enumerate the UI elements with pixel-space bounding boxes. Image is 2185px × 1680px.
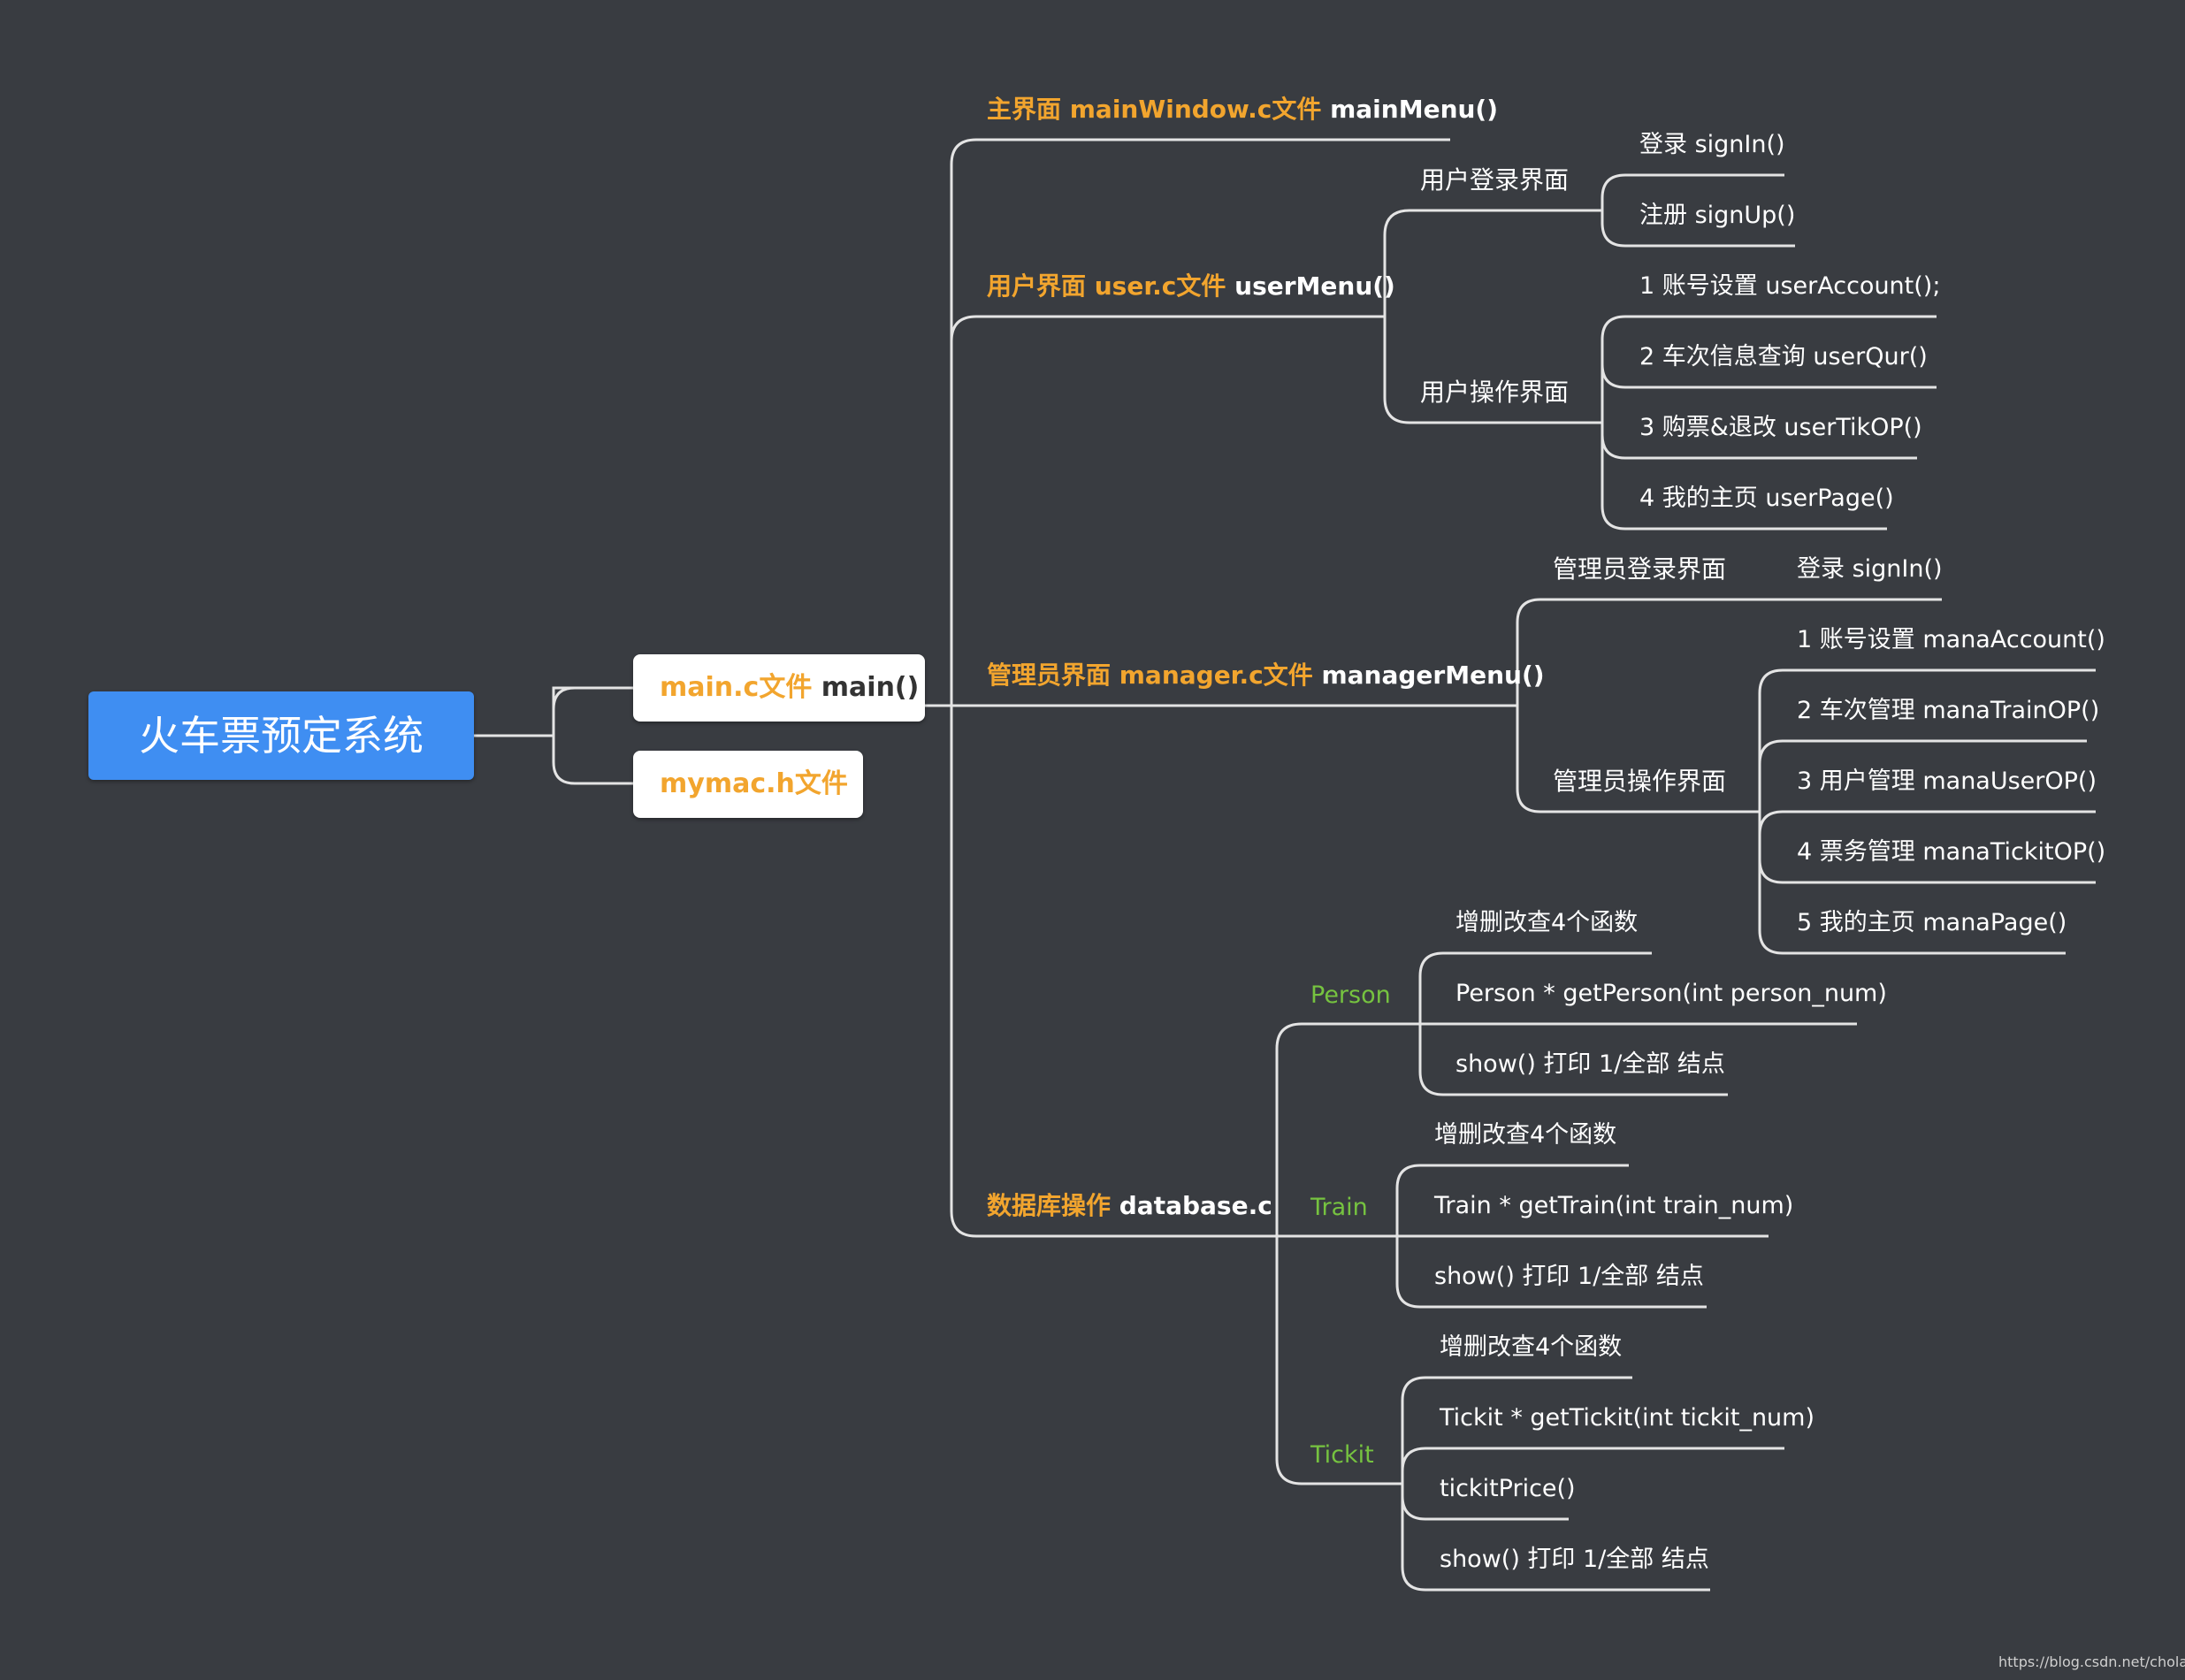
link-person-leaves (1418, 951, 1857, 1096)
db-person-item[interactable]: Person * getPerson(int person_num) (1455, 980, 1887, 1007)
db-tickit-item[interactable]: 增删改查4个函数 (1440, 1333, 1623, 1361)
user-login-item[interactable]: 登录 signIn() (1639, 131, 1785, 158)
link-branch-trunk (950, 138, 1517, 1238)
user-login-item[interactable]: 注册 signUp() (1639, 202, 1796, 229)
file-node-mymac[interactable]: mymac.h文件 (633, 751, 863, 818)
manager-login-item[interactable]: 登录 signIn() (1797, 555, 1943, 583)
user-ops-item[interactable]: 4 我的主页 userPage() (1639, 485, 1894, 512)
user-ops-node[interactable]: 用户操作界面 (1420, 378, 1570, 407)
manager-ops-item[interactable]: 3 用户管理 manaUserOP() (1797, 767, 2097, 795)
branch-manager[interactable]: 管理员界面 manager.c文件 managerMenu() (987, 661, 1545, 690)
link-user-login-leaves (1601, 173, 1795, 248)
db-person-item[interactable]: 增删改查4个函数 (1455, 909, 1639, 936)
manager-ops-item[interactable]: 5 我的主页 manaPage() (1797, 909, 2067, 936)
link-manager-sub (1516, 598, 1942, 813)
db-train-item[interactable]: 增删改查4个函数 (1434, 1121, 1617, 1149)
manager-ops-node[interactable]: 管理员操作界面 (1553, 767, 1727, 796)
branch-database[interactable]: 数据库操作 database.c (987, 1191, 1272, 1220)
user-ops-item[interactable]: 3 购票&退改 userTikOP() (1639, 414, 1922, 441)
db-tickit-item[interactable]: show() 打印 1/全部 结点 (1440, 1546, 1709, 1573)
manager-login-node[interactable]: 管理员登录界面 (1553, 554, 1727, 584)
link-user-sub (1383, 209, 1602, 424)
db-person-item[interactable]: show() 打印 1/全部 结点 (1455, 1050, 1725, 1078)
link-root-main (552, 686, 633, 709)
branch-main-window[interactable]: 主界面 mainWindow.c文件 mainMenu() (987, 95, 1499, 124)
user-login-node[interactable]: 用户登录界面 (1420, 165, 1570, 195)
link-manager-ops-leaves (1758, 668, 2096, 955)
db-group-tickit[interactable]: Tickit (1310, 1441, 1374, 1469)
file-func: main() (821, 672, 920, 703)
link-train-leaves (1395, 1164, 1769, 1309)
db-train-item[interactable]: Train * getTrain(int train_num) (1434, 1192, 1794, 1219)
file-name: main.c文件 (660, 672, 813, 703)
root-node[interactable]: 火车票预定系统 (88, 691, 474, 780)
link-user-ops-leaves (1601, 315, 1937, 531)
branch-user[interactable]: 用户界面 user.c文件 userMenu() (987, 271, 1395, 301)
file-name: mymac.h文件 (660, 768, 848, 799)
manager-ops-item[interactable]: 1 账号设置 manaAccount() (1797, 626, 2105, 653)
user-ops-item[interactable]: 1 账号设置 userAccount(); (1639, 272, 1941, 300)
db-group-person[interactable]: Person (1310, 981, 1391, 1009)
file-node-main[interactable]: main.c文件 main() (633, 654, 925, 722)
db-group-train[interactable]: Train (1310, 1194, 1368, 1221)
manager-ops-item[interactable]: 4 票务管理 manaTickitOP() (1797, 838, 2106, 866)
user-ops-item[interactable]: 2 车次信息查询 userQur() (1639, 343, 1928, 370)
link-db-groups (1247, 1022, 1420, 1485)
watermark: https://blog.csdn.net/cholas_ (1998, 1653, 2185, 1670)
db-train-item[interactable]: show() 打印 1/全部 结点 (1434, 1263, 1704, 1290)
link-tickit-leaves (1401, 1376, 1784, 1592)
manager-ops-item[interactable]: 2 车次管理 manaTrainOP() (1797, 697, 2100, 724)
db-tickit-item[interactable]: tickitPrice() (1440, 1475, 1576, 1502)
db-tickit-item[interactable]: Tickit * getTickit(int tickit_num) (1440, 1404, 1814, 1432)
